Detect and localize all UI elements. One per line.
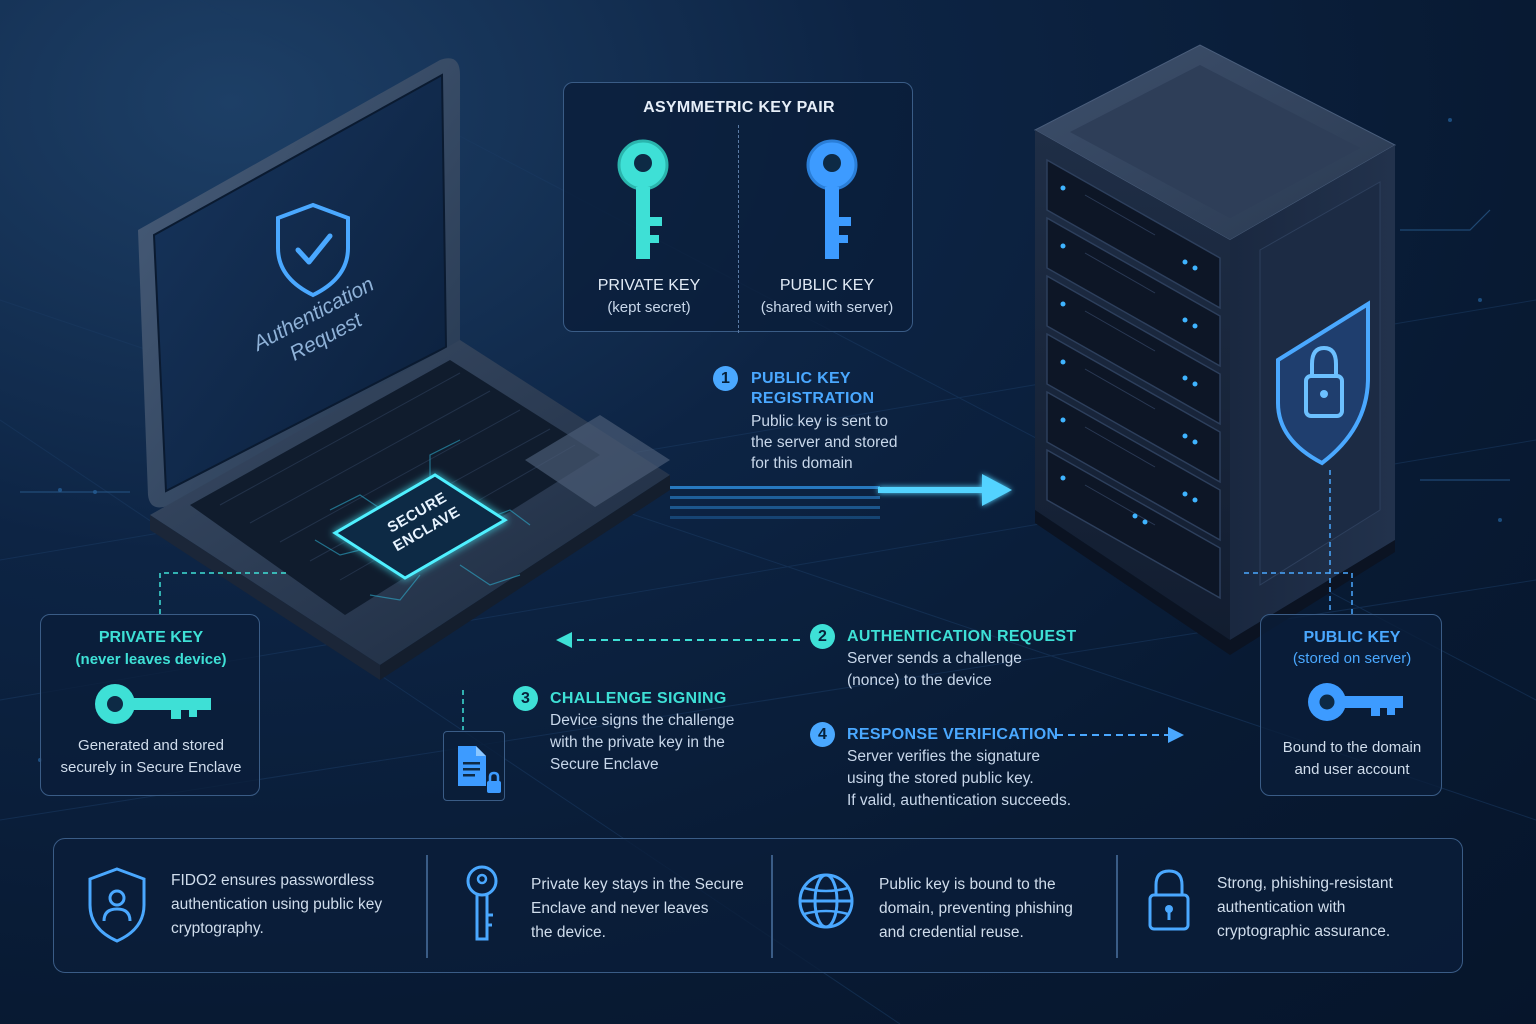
- features-panel: FIDO2 ensures passwordless authenticatio…: [53, 838, 1463, 973]
- padlock-icon: [1148, 869, 1190, 931]
- step-1-desc-1: Public key is sent to: [751, 413, 888, 430]
- public-key-sub: (shared with server): [760, 299, 894, 316]
- step-1-number: 1: [713, 366, 738, 391]
- private-key-panel-desc-1: Generated and stored: [78, 737, 224, 754]
- private-key-icon: [617, 139, 669, 259]
- key-icon: [466, 865, 498, 941]
- shield-check-icon: [276, 202, 350, 298]
- private-key-sub: (kept secret): [607, 299, 691, 316]
- step-3-desc-1: Device signs the challenge: [550, 712, 735, 729]
- feature-4-line-2: authentication with: [1217, 899, 1346, 916]
- step-3-title: CHALLENGE SIGNING: [550, 690, 727, 707]
- step-4-title: RESPONSE VERIFICATION: [847, 726, 1059, 743]
- public-key-panel-title: PUBLIC KEY: [1303, 629, 1401, 646]
- public-key-panel-subtitle: (stored on server): [1292, 650, 1412, 667]
- public-key-panel-icon: [1308, 683, 1403, 721]
- feature-4-line-1: Strong, phishing-resistant: [1217, 875, 1393, 892]
- feature-1-line-2: authentication using public key: [171, 896, 383, 913]
- step-2-desc-1: Server sends a challenge: [847, 650, 1022, 667]
- globe-icon: [798, 873, 854, 929]
- feature-1-line-3: cryptography.: [171, 920, 264, 937]
- private-key-panel: PRIVATE KEY (never leaves device) Genera…: [40, 614, 260, 796]
- feature-3-line-3: and credential reuse.: [879, 924, 1024, 941]
- signed-document-box: [443, 731, 505, 801]
- key-pair-panel: ASYMMETRIC KEY PAIR PRIVATE KEY (kept se…: [563, 82, 913, 333]
- feature-1-line-1: FIDO2 ensures passwordless: [171, 872, 375, 889]
- feature-2-line-2: Enclave and never leaves: [531, 900, 709, 917]
- shield-user-icon: [88, 867, 146, 943]
- feature-divider-1: [426, 855, 428, 958]
- feature-divider-2: [771, 855, 773, 958]
- private-key-panel-icon: [95, 684, 211, 724]
- step-4-desc-2: using the stored public key.: [847, 770, 1034, 787]
- step-4-number: 4: [810, 722, 835, 747]
- feature-2-line-1: Private key stays in the Secure: [531, 876, 744, 893]
- private-key-label: PRIVATE KEY: [597, 277, 701, 294]
- step-3-number: 3: [513, 686, 538, 711]
- feature-3-line-2: domain, preventing phishing: [879, 900, 1073, 917]
- key-pair-divider: [738, 125, 739, 333]
- feature-2-line-3: the device.: [531, 924, 606, 941]
- shield-lock-icon: [1276, 300, 1370, 466]
- step-2-desc-2: (nonce) to the device: [847, 672, 992, 689]
- step-3-desc-3: Secure Enclave: [550, 756, 659, 773]
- private-key-panel-desc-2: securely in Secure Enclave: [60, 759, 242, 776]
- step-2-title: AUTHENTICATION REQUEST: [847, 628, 1077, 645]
- public-key-panel-desc-1: Bound to the domain: [1282, 739, 1422, 756]
- step-1-title-1: PUBLIC KEY: [751, 370, 851, 387]
- key-pair-title: ASYMMETRIC KEY PAIR: [643, 99, 835, 116]
- step-1-desc-3: for this domain: [751, 455, 853, 472]
- private-key-panel-subtitle: (never leaves device): [75, 651, 227, 668]
- step-4-desc-3: If valid, authentication succeeds.: [847, 792, 1072, 809]
- private-key-panel-title: PRIVATE KEY: [98, 629, 204, 646]
- document-lock-icon: [458, 746, 501, 793]
- feature-4-line-3: cryptographic assurance.: [1217, 923, 1391, 940]
- feature-3-line-1: Public key is bound to the: [879, 876, 1056, 893]
- public-key-label: PUBLIC KEY: [779, 277, 875, 294]
- step-2-number: 2: [810, 624, 835, 649]
- server-illustration: [1033, 44, 1397, 655]
- step-1-desc-2: the server and stored: [751, 434, 898, 451]
- public-key-panel-desc-2: and user account: [1294, 761, 1410, 778]
- laptop-illustration: [138, 58, 670, 680]
- feature-divider-3: [1116, 855, 1118, 958]
- step-1-title-2: REGISTRATION: [751, 390, 875, 407]
- step-3-desc-2: with the private key in the: [550, 734, 725, 751]
- public-key-panel: PUBLIC KEY (stored on server) Bound to t…: [1260, 614, 1442, 796]
- public-key-icon: [806, 139, 858, 259]
- step-4-desc-1: Server verifies the signature: [847, 748, 1040, 765]
